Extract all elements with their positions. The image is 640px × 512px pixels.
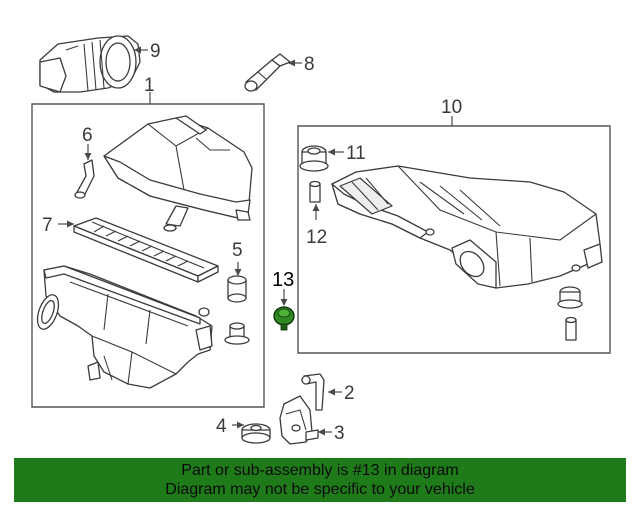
callout-6[interactable]: 6	[82, 125, 93, 146]
part-5-sleeve[interactable]	[227, 275, 247, 303]
callout-2[interactable]: 2	[344, 383, 355, 404]
callout-12[interactable]: 12	[306, 227, 327, 248]
part-4-rubber-mount[interactable]	[241, 423, 271, 444]
part-3-mount-bracket[interactable]	[279, 395, 319, 445]
part-11-grommet[interactable]	[299, 145, 329, 172]
part-2-bracket[interactable]	[301, 373, 325, 411]
part-10-intake-duct[interactable]	[331, 165, 603, 289]
callout-7[interactable]: 7	[42, 215, 53, 236]
part-8-sensor[interactable]	[244, 53, 291, 92]
banner-line-1: Part or sub-assembly is #13 in diagram	[181, 462, 459, 479]
callout-1[interactable]: 1	[144, 75, 155, 96]
callout-13[interactable]: 13	[272, 269, 294, 291]
callout-10[interactable]: 10	[441, 97, 462, 118]
part-6-hose[interactable]	[74, 159, 95, 199]
callout-9[interactable]: 9	[150, 41, 161, 62]
callout-8[interactable]: 8	[304, 54, 315, 75]
part-1-air-cleaner-housing[interactable]	[33, 265, 213, 389]
part-7-air-filter[interactable]	[73, 217, 219, 283]
notice-banner: Part or sub-assembly is #13 in diagram D…	[14, 458, 626, 502]
part-12-sleeve[interactable]	[309, 180, 321, 203]
part-10-grommet	[557, 286, 583, 341]
banner-line-2: Diagram may not be specific to your vehi…	[165, 481, 475, 498]
part-9-airflow-sensor[interactable]	[39, 35, 141, 93]
callout-11[interactable]: 11	[346, 143, 366, 164]
callout-3[interactable]: 3	[334, 423, 345, 444]
part-13-clip-highlighted[interactable]	[273, 306, 295, 331]
callout-5[interactable]: 5	[232, 240, 243, 261]
assembly-1-box	[31, 103, 265, 408]
assembly-10-box	[297, 125, 611, 354]
part-1-air-cleaner-cover[interactable]	[103, 115, 253, 232]
callout-4[interactable]: 4	[216, 416, 227, 437]
part-mount-grommet	[224, 322, 250, 345]
